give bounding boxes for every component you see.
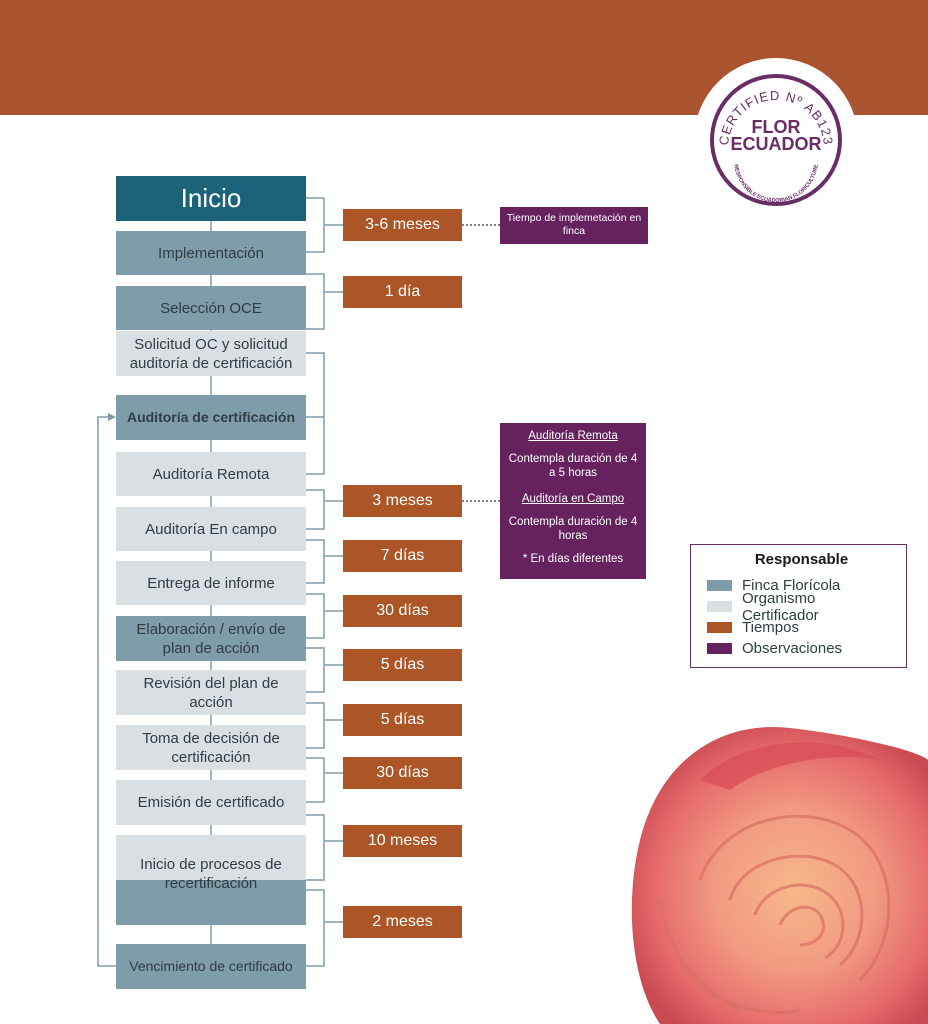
note-remote-text: Contempla duración de 4 a 5 horas (508, 453, 638, 479)
swatch-organismo (707, 601, 732, 612)
step-entrega-informe: Entrega de informe (116, 561, 306, 605)
time-box-3: 3 meses (343, 485, 462, 517)
swatch-tiempos (707, 622, 732, 633)
note-remote-title: Auditoría Remota (528, 430, 618, 442)
time-box-7: 5 días (343, 704, 462, 736)
step-auditoria-remota: Auditoría Remota (116, 452, 306, 496)
time-box-8: 30 días (343, 757, 462, 789)
time-box-6: 5 días (343, 649, 462, 681)
logo-ecuador: ECUADOR (730, 134, 821, 154)
swatch-observaciones (707, 643, 732, 654)
legend-title: Responsable (754, 551, 849, 568)
step-vencimiento: Vencimiento de certificado (116, 944, 306, 989)
note-auditoria: Auditoría Remota Contempla duración de 4… (500, 423, 646, 579)
step-inicio: Inicio (116, 176, 306, 221)
step-recertificacion-bg (116, 835, 306, 925)
step-auditoria-campo: Auditoría En campo (116, 507, 306, 551)
step-solicitud: Solicitud OC y solicitud auditoría de ce… (116, 331, 306, 376)
legend-item-observaciones: Observaciones (707, 638, 896, 659)
step-implementacion: Implementación (116, 231, 306, 275)
legend-item-organismo: Organismo Certificador (707, 590, 896, 624)
step-emision-certificado: Emisión de certificado (116, 780, 306, 825)
time-box-1: 3-6 meses (343, 209, 462, 241)
time-box-5: 30 días (343, 595, 462, 627)
note-implementacion: Tiempo de implemetación en finca (500, 207, 648, 244)
swatch-finca (707, 580, 732, 591)
step-toma-decision: Toma de decisión de certificación (116, 725, 306, 770)
step-recertificacion: Inicio de procesos de recertificación (140, 856, 282, 892)
legend: Responsable Finca Florícola Organismo Ce… (690, 544, 907, 668)
legend-item-tiempos: Tiempos (707, 617, 896, 638)
time-box-4: 7 días (343, 540, 462, 572)
note-footnote: * En días diferentes (522, 553, 624, 565)
note-field-text: Contempla duración de 4 horas (508, 516, 638, 542)
step-plan-accion: Elaboración / envío de plan de acción (116, 616, 306, 661)
time-box-2: 1 día (343, 276, 462, 308)
step-revision-plan: Revisión del plan de acción (116, 670, 306, 715)
note-field-title: Auditoría en Campo (521, 493, 625, 505)
time-box-9: 10 meses (343, 825, 462, 857)
legend-item-finca: Finca Florícola (707, 575, 896, 596)
logo-flor: FLOR (752, 117, 801, 137)
step-seleccion-oce: Selección OCE (116, 286, 306, 330)
step-auditoria-certificacion: Auditoría de certificación (116, 395, 306, 440)
time-box-10: 2 meses (343, 906, 462, 938)
